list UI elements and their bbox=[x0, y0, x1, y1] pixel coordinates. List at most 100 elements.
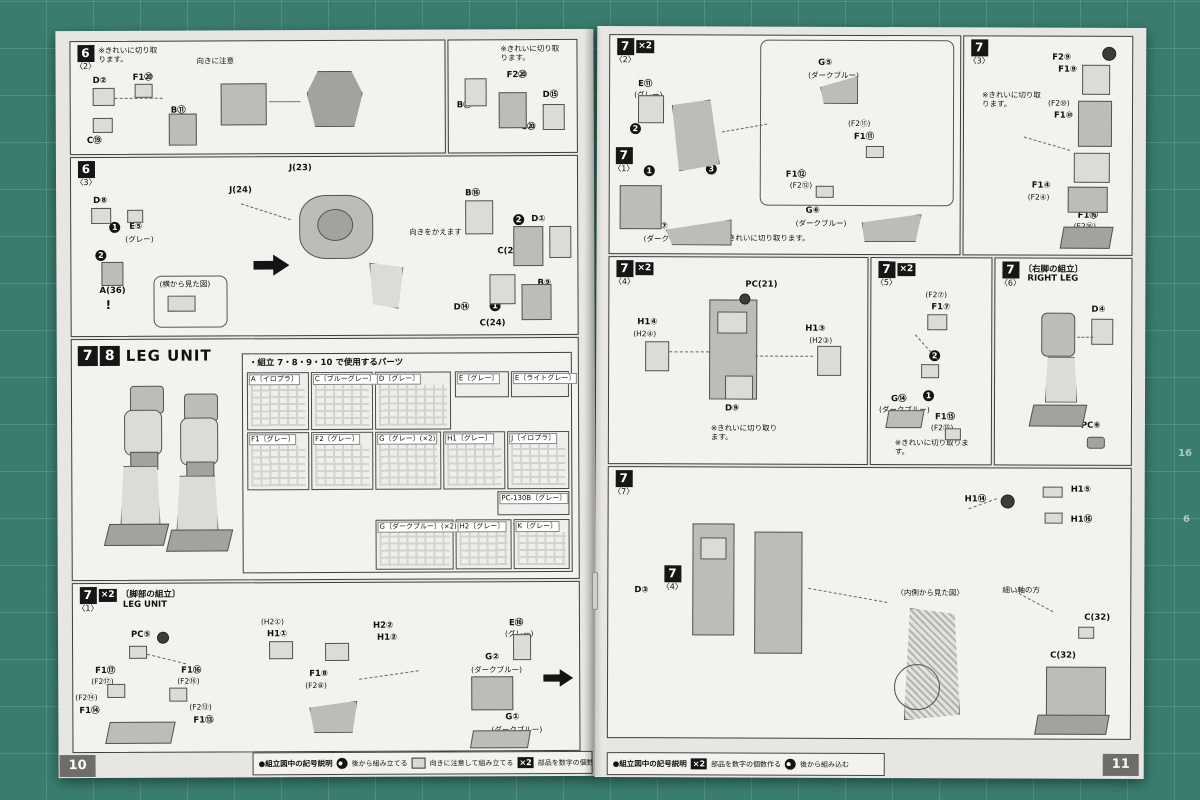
panel-step-7-1: 7 〈1〉 ×2 〔脚部の組立〕 LEG UNIT PC⑤ F1⑰ (F2⑰) … bbox=[71, 580, 581, 754]
part-label: H1④ bbox=[637, 317, 658, 328]
panel-step-6-2: 6 〈2〉 ※きれいに切り取ります。 D② F1⑳ C⑲ B⑪ 向きに注意 前 bbox=[69, 39, 446, 156]
orientation-icon bbox=[411, 757, 426, 769]
leg-illustration bbox=[120, 466, 160, 526]
page-number-right: 11 bbox=[1102, 753, 1139, 776]
runner-label: PC-130B〔グレー〕 bbox=[499, 492, 569, 505]
part-label: F1⑯ bbox=[181, 665, 202, 676]
step-number-badge: 7 〈5〉 bbox=[874, 261, 898, 288]
order-badge: 2 bbox=[513, 214, 525, 226]
part-label: E⑪ bbox=[638, 79, 653, 90]
assembly-guide-line bbox=[268, 101, 301, 103]
part-illustration bbox=[1082, 64, 1111, 95]
panel-step-7-4: 7 〈4〉 ×2 PC(21) H1④ (H2④) H1③ (H2③) D⑨ ※… bbox=[607, 256, 869, 465]
part-label: F1④ bbox=[1031, 180, 1051, 191]
runner-label: J〔イロプラ〕 bbox=[509, 432, 558, 445]
legend-item: 部品を数字の個数作る bbox=[537, 758, 593, 767]
part-illustration bbox=[1034, 714, 1110, 735]
color-label: (ダークブルー) bbox=[471, 665, 523, 675]
part-label: F1⑳ bbox=[132, 72, 153, 83]
step-number-badge: 7 〈4〉 bbox=[612, 260, 636, 287]
part-label: F1⑰ bbox=[95, 665, 116, 677]
runner-box: F1〔グレー〕 bbox=[247, 432, 310, 491]
part-label: H1③ bbox=[805, 323, 826, 334]
runner-label: G〔ダークブルー〕(×2) bbox=[377, 521, 459, 533]
part-label: F1⑬ bbox=[193, 715, 214, 726]
part-label: G⑥ bbox=[805, 205, 820, 216]
step-number: 7 bbox=[970, 39, 988, 57]
part-illustration bbox=[1041, 312, 1076, 357]
part-illustration bbox=[105, 721, 176, 744]
assemble-later-icon bbox=[336, 757, 348, 769]
part-illustration bbox=[1028, 404, 1088, 427]
part-label: F1⑭ bbox=[79, 705, 100, 717]
view-caption: 〈内側から見た図〉 bbox=[896, 588, 964, 598]
legend-item: 部品を数字の個数作る bbox=[711, 759, 782, 769]
part-illustration bbox=[717, 311, 748, 334]
part-label: F1⑦ bbox=[931, 302, 951, 313]
assembly-guide-line bbox=[1023, 136, 1071, 151]
part-label: J(23) bbox=[288, 163, 312, 174]
panel-step-7-5: 7 〈5〉 ×2 (F2⑦) F1⑦ 2 G⑭ (ダークブルー) 1 F1⑮ (… bbox=[869, 256, 993, 466]
runner-label: K〔グレー〕 bbox=[515, 520, 560, 533]
assembly-title-en: LEG UNIT bbox=[122, 599, 168, 610]
pc-part-illustration bbox=[156, 631, 170, 644]
part-label: F1⑨ bbox=[1058, 64, 1078, 75]
part-label: H1② bbox=[377, 632, 398, 643]
leg-illustration bbox=[176, 475, 218, 531]
runner-box: PC-130B〔グレー〕 bbox=[497, 490, 570, 516]
step-substep: 〈1〉 bbox=[77, 603, 99, 614]
part-illustration bbox=[168, 113, 197, 146]
ball-joint-illustration bbox=[1000, 494, 1015, 509]
panel-step-6-2-continued: ※きれいに切り取ります。 F2⑳ D⑮ B⑫ C⑳ bbox=[447, 38, 578, 154]
part-label: G⑭ bbox=[890, 394, 907, 405]
part-illustration bbox=[885, 410, 925, 429]
part-label: PC(21) bbox=[745, 279, 778, 290]
part-label: F1⑮ bbox=[934, 412, 956, 423]
assembly-title-en: RIGHT LEG bbox=[1027, 273, 1079, 284]
step-number: 7 bbox=[615, 147, 633, 165]
assembly-guide-line bbox=[1077, 336, 1094, 338]
part-label: E⑤ bbox=[129, 221, 143, 232]
part-label: H1⑤ bbox=[1070, 484, 1091, 495]
part-label: F2⑳ bbox=[506, 70, 527, 81]
runner-label: G〔グレー〕(×2) bbox=[377, 433, 438, 445]
step-number: 6 bbox=[76, 45, 95, 63]
legend-item: 後から組み立てる bbox=[351, 759, 408, 768]
part-label: G② bbox=[485, 652, 500, 663]
part-illustration bbox=[1078, 626, 1095, 639]
panel-step-7-2: 7 〈2〉 ×2 E⑪ (グレー) 2 1 3 7 〈1〉 G⑤ (ダークブルー… bbox=[608, 34, 962, 256]
symbol-legend: ●組立図中の記号説明 ×2 部品を数字の個数作る 後から組み込む bbox=[606, 752, 885, 777]
leg-illustration bbox=[124, 409, 163, 456]
step-substep: 〈4〉 bbox=[661, 582, 683, 592]
leg-illustration bbox=[165, 529, 234, 552]
part-illustration bbox=[489, 274, 516, 305]
runner-box: J〔イロプラ〕 bbox=[507, 430, 570, 490]
part-label: D⑨ bbox=[724, 403, 740, 414]
part-label: C(24) bbox=[479, 318, 506, 329]
legend-title: ●組立図中の記号説明 bbox=[258, 758, 333, 769]
legend-title: ●組立図中の記号説明 bbox=[612, 759, 687, 769]
part-illustration bbox=[542, 103, 565, 131]
step-number: 7 bbox=[79, 587, 97, 605]
runner-label: A〔イロプラ〕 bbox=[248, 374, 300, 386]
cut-carefully-note: ※きれいに切り取ります。 bbox=[98, 45, 158, 64]
step-substep: 〈7〉 bbox=[613, 487, 635, 497]
leg-illustration bbox=[180, 417, 219, 466]
part-illustration bbox=[91, 207, 112, 225]
step-substep: 〈5〉 bbox=[875, 278, 897, 288]
legend-item: 向きに注意して組み立てる bbox=[429, 758, 514, 768]
part-label: F1⑪ bbox=[853, 131, 875, 143]
part-illustration bbox=[471, 676, 514, 711]
part-label: H1① bbox=[266, 629, 288, 640]
part-illustration bbox=[92, 117, 113, 134]
step-substep: 〈4〉 bbox=[613, 277, 635, 287]
assembly-guide-line bbox=[914, 334, 939, 361]
part-illustration bbox=[1045, 666, 1107, 719]
part-illustration bbox=[1044, 512, 1063, 524]
part-label: (H2①) bbox=[260, 617, 284, 627]
part-label: D⑭ bbox=[453, 302, 470, 313]
part-illustration bbox=[1067, 186, 1108, 213]
assembly-guide-line bbox=[669, 351, 710, 353]
cut-carefully-note: ※きれいに切り取ります。 bbox=[710, 423, 778, 442]
